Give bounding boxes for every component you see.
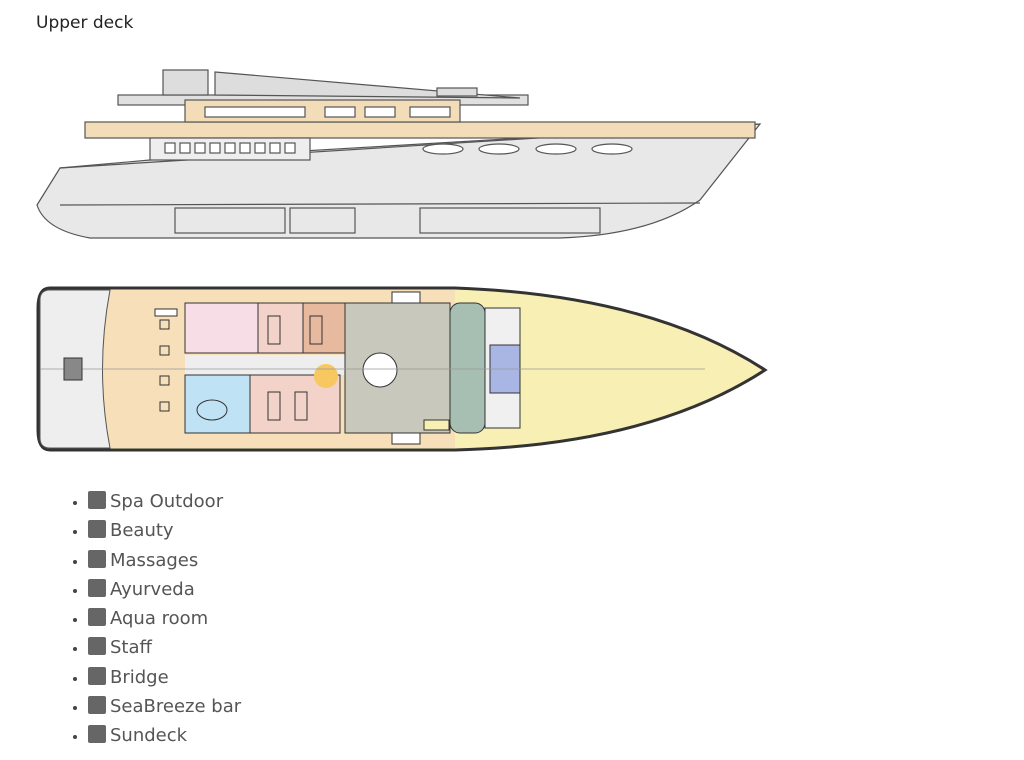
legend-list: Spa Outdoor Beauty Massages Ayurveda Aqu…: [60, 487, 241, 751]
legend-item-spa-outdoor: Spa Outdoor: [88, 487, 241, 516]
legend-item-staff: Staff: [88, 633, 241, 662]
color-swatch: [88, 637, 106, 656]
legend-label: Staff: [110, 637, 152, 659]
color-swatch: [88, 725, 106, 744]
color-swatch: [88, 491, 106, 509]
deck-plan-image: [36, 69, 768, 452]
color-swatch: [88, 520, 106, 539]
legend-label: Sundeck: [110, 725, 188, 747]
color-swatch: [88, 666, 106, 685]
legend-label: Ayurveda: [110, 578, 195, 600]
legend-label: Beauty: [110, 520, 174, 542]
legend-item-beauty: Beauty: [88, 516, 241, 545]
legend-label: SeaBreeze bar: [110, 696, 242, 718]
color-swatch: [88, 696, 106, 715]
ship-top-view: [36, 286, 768, 452]
color-swatch: [88, 578, 106, 597]
legend-item-bridge: Bridge: [88, 663, 241, 692]
legend-item-aqua-room: Aqua room: [88, 604, 241, 633]
legend-item-sundeck: Sundeck: [88, 721, 241, 750]
legend-label: Aqua room: [110, 608, 209, 630]
legend-item-ayurveda: Ayurveda: [88, 575, 241, 604]
color-swatch: [88, 608, 106, 627]
legend-item-seabreeze-bar: SeaBreeze bar: [88, 692, 241, 721]
deck-title: Upper deck: [36, 13, 134, 33]
ship-side-view: [36, 69, 762, 239]
legend-item-massages: Massages: [88, 546, 241, 575]
legend-label: Massages: [110, 549, 199, 571]
color-swatch: [88, 549, 106, 568]
legend-label: Bridge: [110, 666, 169, 688]
legend-label: Spa Outdoor: [110, 491, 224, 512]
